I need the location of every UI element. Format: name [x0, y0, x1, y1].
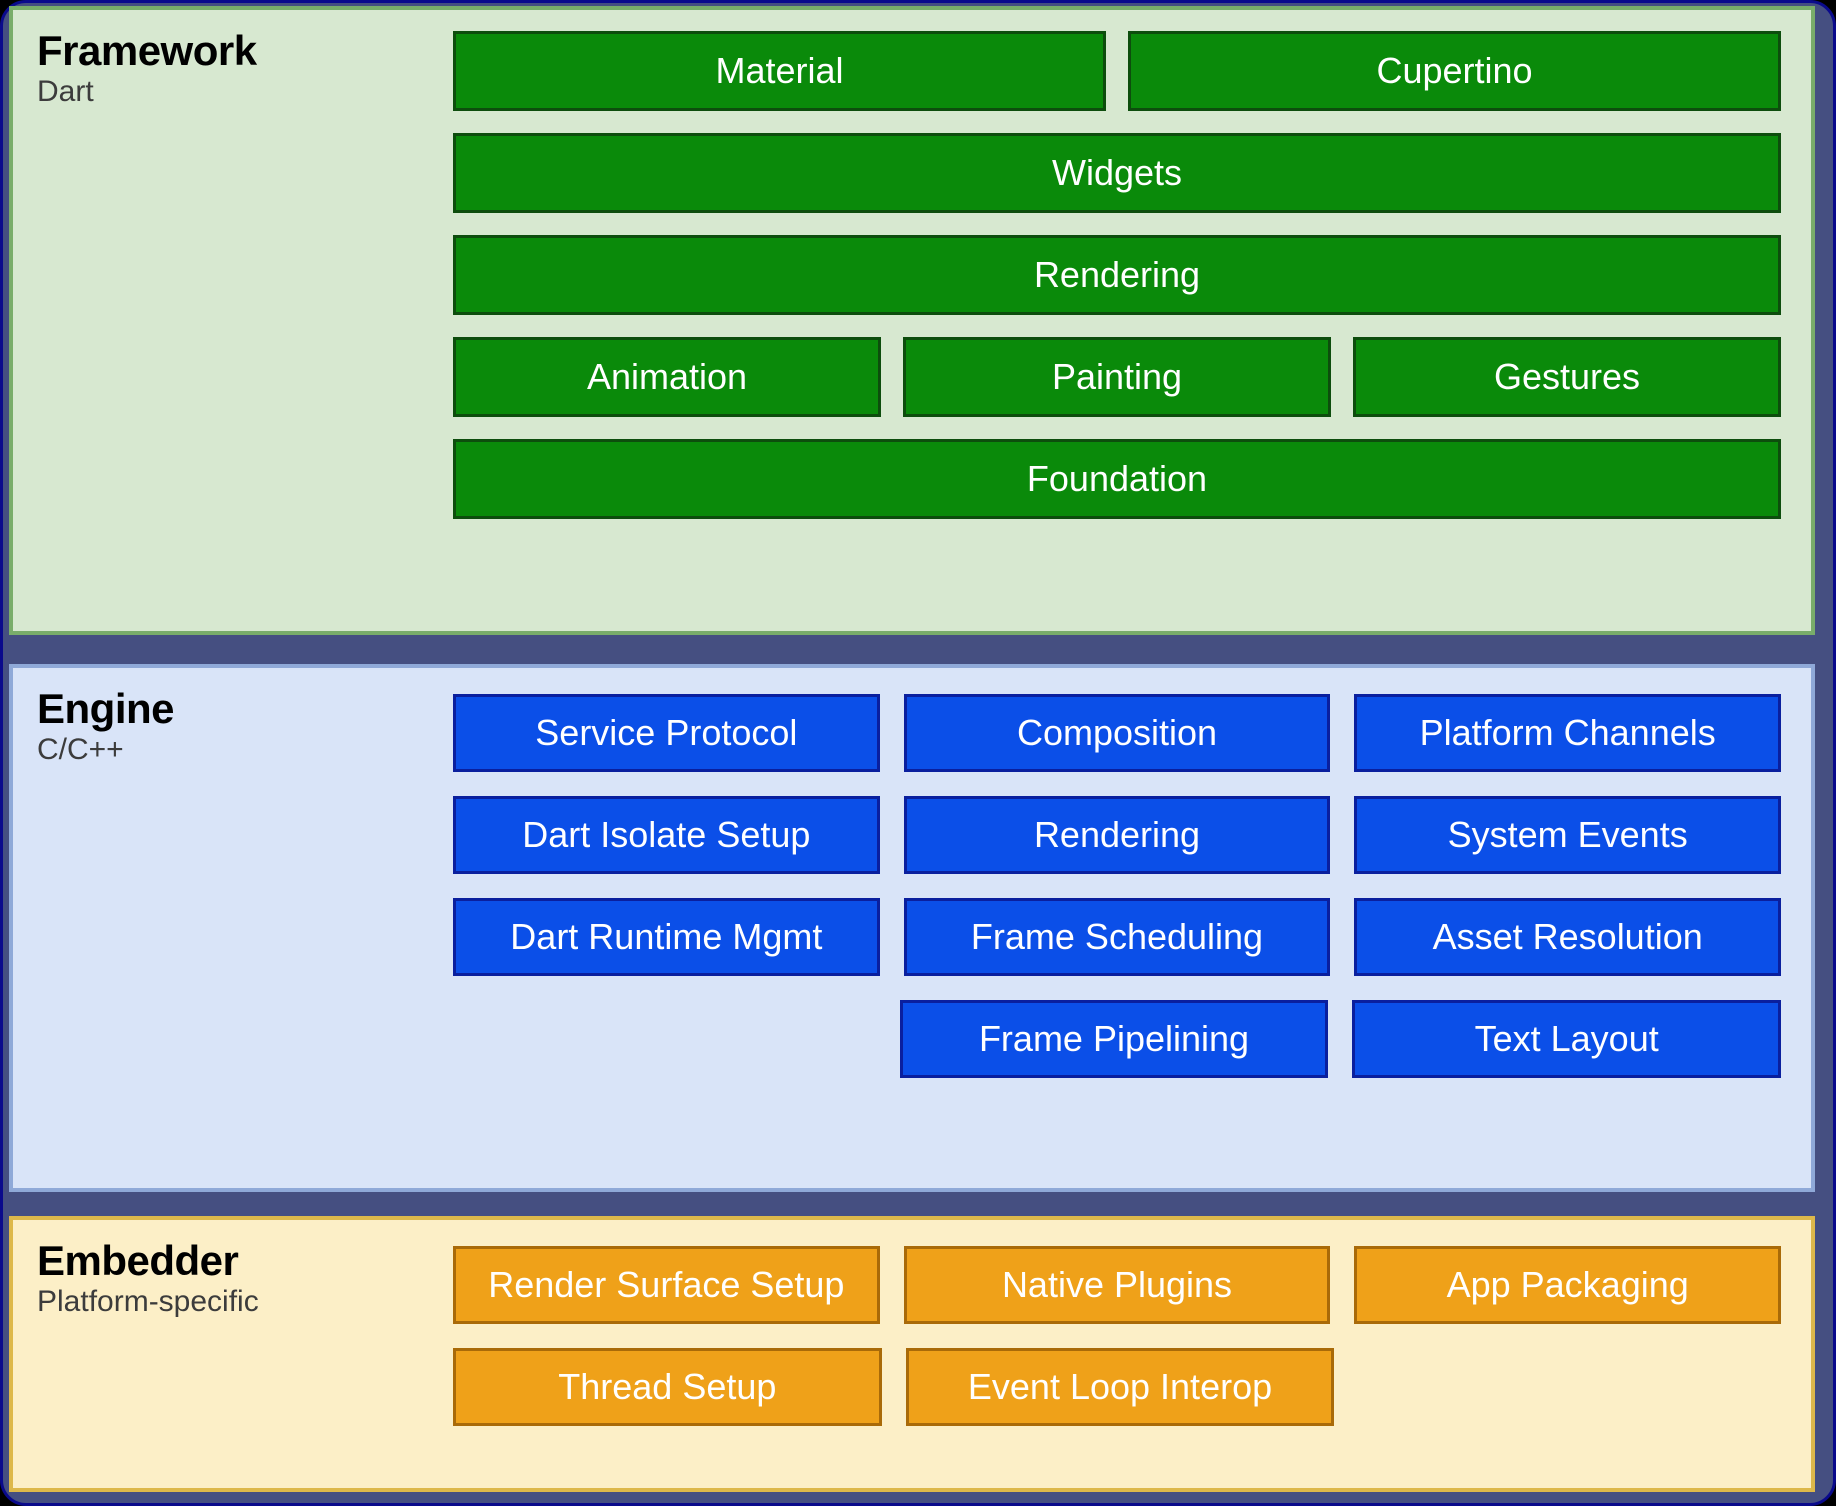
- box-asset-resolution[interactable]: Asset Resolution: [1354, 898, 1782, 976]
- box-row: Rendering: [453, 235, 1781, 315]
- box-app-packaging[interactable]: App Packaging: [1354, 1246, 1782, 1324]
- box-widgets[interactable]: Widgets: [453, 133, 1781, 213]
- box-render-surface-setup[interactable]: Render Surface Setup: [453, 1246, 880, 1324]
- box-text-layout[interactable]: Text Layout: [1352, 1000, 1782, 1078]
- layer-embedder-label: Embedder Platform-specific: [13, 1220, 453, 1488]
- box-foundation[interactable]: Foundation: [453, 439, 1781, 519]
- box-cupertino[interactable]: Cupertino: [1128, 31, 1781, 111]
- box-gap: [880, 1246, 904, 1324]
- layer-engine-content: Service Protocol Composition Platform Ch…: [453, 668, 1811, 1188]
- layer-embedder-content: Render Surface Setup Native Plugins App …: [453, 1220, 1811, 1488]
- box-gap: [1330, 1246, 1354, 1324]
- box-gap: [1330, 898, 1354, 976]
- box-spacer: [1358, 1348, 1781, 1426]
- box-row: Animation Painting Gestures: [453, 337, 1781, 417]
- box-material[interactable]: Material: [453, 31, 1106, 111]
- box-platform-channels[interactable]: Platform Channels: [1354, 694, 1782, 772]
- box-row: Dart Runtime Mgmt Frame Scheduling Asset…: [453, 898, 1782, 976]
- box-row: Service Protocol Composition Platform Ch…: [453, 694, 1782, 772]
- layer-framework: Framework Dart Material Cupertino Widget…: [9, 6, 1815, 635]
- box-row: Material Cupertino: [453, 31, 1781, 111]
- box-row: Foundation: [453, 439, 1781, 519]
- box-gap: [876, 1000, 900, 1078]
- layer-engine-label: Engine C/C++: [13, 668, 453, 1188]
- box-gap: [880, 796, 904, 874]
- layer-embedder-subtitle: Platform-specific: [37, 1285, 259, 1319]
- box-dart-isolate-setup[interactable]: Dart Isolate Setup: [453, 796, 880, 874]
- box-event-loop-interop[interactable]: Event Loop Interop: [905, 1348, 1335, 1426]
- box-row: Thread Setup Event Loop Interop: [453, 1348, 1781, 1426]
- box-gap: [881, 337, 903, 417]
- box-row: Widgets: [453, 133, 1781, 213]
- box-gap: [1330, 796, 1354, 874]
- box-rendering-engine[interactable]: Rendering: [903, 796, 1331, 874]
- box-gap: [1331, 337, 1353, 417]
- layer-engine-subtitle: C/C++: [37, 733, 124, 767]
- box-gap: [1328, 1000, 1352, 1078]
- box-native-plugins[interactable]: Native Plugins: [903, 1246, 1331, 1324]
- box-gap: [882, 1348, 906, 1426]
- box-gap: [880, 898, 904, 976]
- box-spacer: [453, 1000, 876, 1078]
- box-service-protocol[interactable]: Service Protocol: [453, 694, 880, 772]
- box-gap: [1334, 1348, 1358, 1426]
- layer-framework-content: Material Cupertino Widgets Rendering Ani…: [453, 10, 1811, 631]
- box-gap: [880, 694, 904, 772]
- layer-framework-subtitle: Dart: [37, 75, 94, 109]
- layer-embedder-title: Embedder: [37, 1237, 239, 1284]
- box-animation[interactable]: Animation: [453, 337, 881, 417]
- box-dart-runtime-mgmt[interactable]: Dart Runtime Mgmt: [453, 898, 880, 976]
- box-rendering-framework[interactable]: Rendering: [453, 235, 1781, 315]
- box-row: Frame Pipelining Text Layout: [453, 1000, 1782, 1078]
- layer-engine: Engine C/C++ Service Protocol Compositio…: [9, 664, 1815, 1192]
- box-frame-scheduling[interactable]: Frame Scheduling: [903, 898, 1331, 976]
- layer-engine-title: Engine: [37, 685, 175, 732]
- layer-framework-title: Framework: [37, 27, 257, 74]
- box-composition[interactable]: Composition: [903, 694, 1331, 772]
- box-row: Render Surface Setup Native Plugins App …: [453, 1246, 1782, 1324]
- layer-embedder: Embedder Platform-specific Render Surfac…: [9, 1216, 1815, 1492]
- box-painting[interactable]: Painting: [903, 337, 1331, 417]
- box-system-events[interactable]: System Events: [1354, 796, 1782, 874]
- layer-framework-label: Framework Dart: [13, 10, 453, 631]
- box-frame-pipelining[interactable]: Frame Pipelining: [899, 1000, 1329, 1078]
- box-row: Dart Isolate Setup Rendering System Even…: [453, 796, 1782, 874]
- box-gestures[interactable]: Gestures: [1353, 337, 1781, 417]
- box-gap: [1106, 31, 1128, 111]
- box-gap: [1330, 694, 1354, 772]
- box-thread-setup[interactable]: Thread Setup: [453, 1348, 882, 1426]
